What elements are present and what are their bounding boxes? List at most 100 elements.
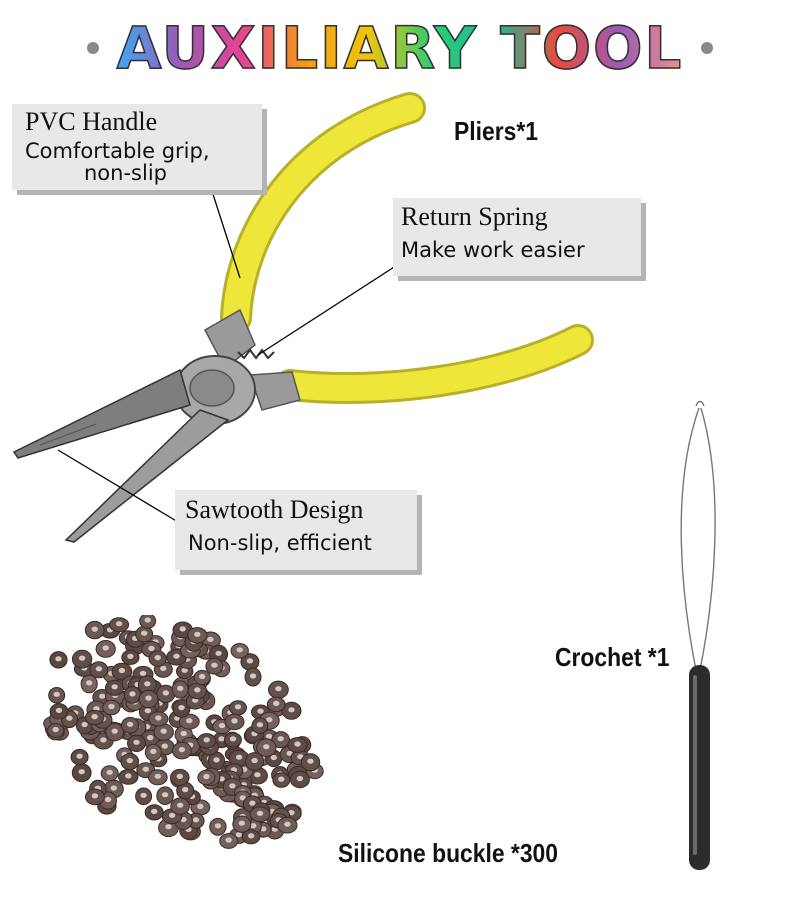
silicone-bead-hole (235, 832, 242, 838)
silicone-bead-hole (215, 650, 222, 656)
silicone-bead-hole (307, 758, 314, 764)
callout-sawtooth: Sawtooth Design Non-slip, efficient (175, 490, 417, 570)
silicone-bead-hole (144, 681, 151, 687)
silicone-bead-hole (288, 707, 295, 713)
silicone-bead-hole (194, 687, 201, 693)
silicone-bead-hole (296, 775, 304, 782)
silicone-bead-hole (192, 817, 200, 823)
silicone-bead-hole (78, 655, 86, 661)
silicone-bead-hole (278, 776, 285, 782)
silicone-bead-hole (179, 626, 186, 632)
silicone-bead-hole (86, 680, 93, 686)
silicone-bead-hole (173, 653, 180, 659)
silicone-bead-hole (218, 722, 226, 729)
silicone-bead-hole (186, 718, 193, 724)
silicone-bead-hole (147, 735, 154, 741)
silicone-bead-hole (239, 795, 246, 801)
label-crochet: Crochet *1 (555, 642, 670, 672)
silicone-bead-hole (203, 737, 210, 743)
silicone-bead-hole (256, 810, 264, 816)
silicone-bead-hole (257, 708, 264, 714)
silicone-bead-hole (91, 626, 98, 632)
silicone-bead-hole (294, 741, 301, 747)
silicone-bead-hole (55, 707, 63, 713)
silicone-bead-hole (229, 736, 237, 742)
silicone-bead-hole (178, 747, 186, 753)
silicone-bead-hole (263, 744, 270, 750)
silicone-bead-hole (151, 808, 158, 814)
silicone-bead-hole (141, 630, 148, 636)
silicone-bead-hole (236, 647, 243, 653)
silicone-bead-hole (246, 658, 254, 664)
page-title: AUXILIARY TOOL (116, 14, 684, 82)
label-silicone-buckle: Silicone buckle *300 (338, 838, 559, 868)
callout-saw-line1: Non-slip, efficient (188, 531, 372, 555)
silicone-bead-hole (275, 686, 282, 692)
silicone-bead-hole (126, 758, 133, 764)
silicone-bead-hole (53, 691, 60, 697)
crochet-handle (689, 665, 710, 870)
crochet-illustration (680, 400, 716, 870)
silicone-bead-hole (160, 728, 167, 734)
silicone-bead-hole (133, 739, 140, 745)
silicone-bead-hole (108, 703, 115, 710)
silicone-bead-hole (256, 722, 264, 728)
silicone-bead-hole (265, 733, 273, 739)
pliers-jaw-upper (12, 368, 191, 459)
silicone-bead-hole (176, 802, 184, 808)
silicone-bead-hole (140, 792, 147, 798)
silicone-bead-hole (66, 715, 73, 721)
silicone-bead-hole (55, 656, 62, 662)
silicone-bead-hole (213, 757, 220, 763)
silicone-bead-hole (161, 792, 169, 798)
silicone-bead-hole (126, 721, 134, 727)
silicone-bead-hole (148, 645, 155, 651)
silicone-bead-hole (168, 812, 176, 818)
silicone-bead-hole (286, 750, 293, 756)
silicone-bead-hole (111, 684, 118, 690)
silicone-bead-hole (150, 748, 157, 754)
silicone-bead-hole (229, 783, 236, 789)
silicone-bead-hole (251, 757, 258, 764)
silicone-bead-hole (254, 772, 261, 778)
silicone-bead-hole (106, 769, 113, 775)
silicone-bead-hole (142, 766, 149, 772)
silicone-bead-hole (162, 690, 169, 696)
silicone-bead-hole (100, 737, 107, 743)
silicone-bead-hole (182, 787, 189, 793)
silicone-bead-hole (127, 653, 134, 659)
silicone-bead-hole (247, 833, 255, 839)
silicone-bead-hole (78, 769, 85, 775)
callout-spring-title: Return Spring (401, 202, 548, 231)
silicone-bead-hole (273, 700, 280, 706)
silicone-bead-hole (277, 736, 284, 742)
silicone-bead-hole (249, 673, 257, 679)
silicone-bead-hole (177, 685, 184, 691)
silicone-bead-hole (104, 796, 112, 803)
silicone-bead-hole (129, 691, 136, 697)
silicone-bead-hole (270, 754, 277, 761)
silicone-bead-hole (180, 730, 187, 737)
silicone-bead-hole (52, 726, 59, 733)
silicone-bead-hole (81, 721, 88, 728)
silicone-bead-hole (144, 617, 151, 623)
label-pliers: Pliers*1 (454, 116, 538, 146)
silicone-bead-hole (231, 718, 238, 724)
silicone-bead-hole (284, 821, 291, 827)
silicone-bead-hole (111, 728, 118, 734)
silicone-bead-hole (176, 773, 183, 779)
silicone-bead-hole (207, 636, 214, 642)
title-dot-left (86, 42, 99, 54)
silicone-bead-hole (99, 693, 106, 699)
silicone-bead-hole (203, 773, 210, 780)
silicone-bead-hole (214, 823, 222, 829)
silicone-bead-hole (181, 667, 188, 673)
title-dot-right (701, 42, 714, 54)
callout-pvc-line2: non-slip (84, 161, 167, 185)
silicone-bead-hole (266, 717, 273, 723)
silicone-bead-hole (199, 673, 206, 680)
silicone-bead-hole (178, 705, 185, 711)
silicone-bead-hole (161, 743, 168, 749)
callout-pvc-handle: PVC Handle Comfortable grip, non-slip (12, 104, 262, 190)
